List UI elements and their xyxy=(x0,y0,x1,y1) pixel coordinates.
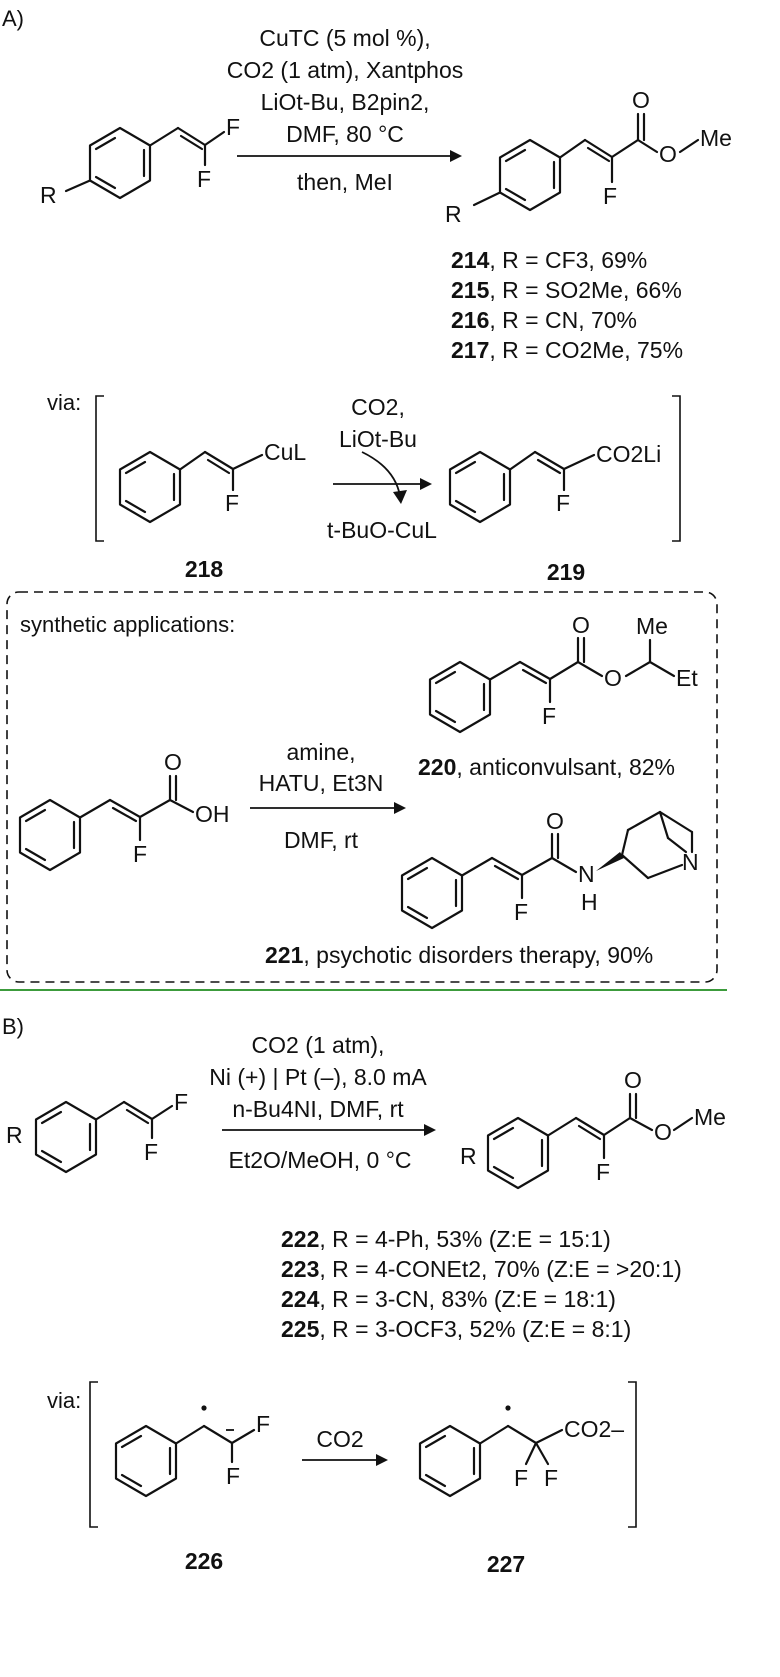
atom-label: H xyxy=(581,889,598,915)
mechanism-b-arrow: CO2 xyxy=(302,1426,388,1466)
panel-a-label: A) xyxy=(2,6,24,31)
via-label: via: xyxy=(47,1388,81,1413)
compound-number-226: 226 xyxy=(185,1548,223,1574)
panel-b-label: B) xyxy=(2,1014,24,1039)
atom-label: F xyxy=(256,1411,270,1437)
panel-a-starting-material: R F F xyxy=(40,114,240,208)
product-221-structure: O N H N F xyxy=(400,808,699,930)
atom-label: CO2Li xyxy=(596,441,661,467)
atom-label: F xyxy=(226,114,240,140)
compound-number-227: 227 xyxy=(487,1551,525,1577)
atom-label: R xyxy=(6,1122,23,1148)
panel-b-starting-material: R F F xyxy=(6,1089,188,1174)
condition-line: then, MeI xyxy=(297,169,393,195)
atom-label: R xyxy=(40,182,57,208)
reaction-arrow xyxy=(237,150,462,162)
applications-conditions: amine, HATU, Et3N DMF, rt xyxy=(250,739,406,853)
condition-line: LiOt-Bu xyxy=(339,426,417,452)
product-223: 223, R = 4-CONEt2, 70% (Z:E = >20:1) xyxy=(281,1256,682,1282)
atom-label: O xyxy=(546,808,564,834)
product-225: 225, R = 3-OCF3, 52% (Z:E = 8:1) xyxy=(281,1316,631,1342)
product-220-structure: O O Me Et F xyxy=(428,612,698,734)
product-215: 215, R = SO2Me, 66% xyxy=(451,277,682,303)
atom-label: O xyxy=(604,665,622,691)
atom-label: Me xyxy=(700,125,732,151)
atom-label: F xyxy=(133,841,147,867)
product-220-label: 220, anticonvulsant, 82% xyxy=(418,754,675,780)
condition-line: Et2O/MeOH, 0 °C xyxy=(228,1147,411,1173)
panel-a-product-list: 214, R = CF3, 69% 215, R = SO2Me, 66% 21… xyxy=(451,247,683,363)
panel-b-product: R F O O Me xyxy=(460,1067,726,1190)
condition-line: CO2, xyxy=(351,394,405,420)
atom-label: Me xyxy=(694,1104,726,1130)
atom-label: R xyxy=(460,1143,477,1169)
compound-number-219: 219 xyxy=(547,559,585,585)
product-217: 217, R = CO2Me, 75% xyxy=(451,337,683,363)
right-bracket xyxy=(672,395,681,542)
atom-label: F xyxy=(197,166,211,192)
condition-line: amine, xyxy=(286,739,355,765)
left-bracket xyxy=(95,395,104,542)
atom-label: F xyxy=(514,1465,528,1491)
right-bracket xyxy=(628,1381,637,1528)
mechanism-reagent: CO2 xyxy=(316,1426,363,1452)
atom-label: F xyxy=(596,1159,610,1185)
atom-label: CuL xyxy=(264,439,306,465)
atom-label: CO2– xyxy=(564,1416,624,1442)
atom-label: O xyxy=(624,1067,642,1093)
atom-label: F xyxy=(174,1089,188,1115)
product-224: 224, R = 3-CN, 83% (Z:E = 18:1) xyxy=(281,1286,616,1312)
applications-starting-acid: O OH F xyxy=(18,749,230,872)
applications-title: synthetic applications: xyxy=(20,612,235,637)
panel-a-conditions: CuTC (5 mol %), CO2 (1 atm), Xantphos Li… xyxy=(227,25,464,195)
atom-label: O xyxy=(164,749,182,775)
atom-label: OH xyxy=(195,801,230,827)
panel-a-product: R F O O Me xyxy=(445,87,732,227)
atom-label: F xyxy=(514,899,528,925)
panel-b-conditions: CO2 (1 atm), Ni (+) | Pt (–), 8.0 mA n-B… xyxy=(209,1032,436,1173)
atom-label: Et xyxy=(676,665,698,691)
intermediate-226: F F xyxy=(114,1405,270,1498)
condition-line: CuTC (5 mol %), xyxy=(259,25,430,51)
mechanism-conditions: CO2, LiOt-Bu t-BuO-CuL xyxy=(327,394,437,543)
atom-label: F xyxy=(542,703,556,729)
condition-line: DMF, 80 °C xyxy=(286,121,404,147)
condition-line: HATU, Et3N xyxy=(259,770,384,796)
atom-label: N xyxy=(682,849,699,875)
atom-label: O xyxy=(654,1119,672,1145)
applications-box xyxy=(6,591,718,983)
condition-line: CO2 (1 atm), Xantphos xyxy=(227,57,464,83)
intermediate-219: CO2Li F xyxy=(448,441,661,524)
atom-label: O xyxy=(659,141,677,167)
product-216: 216, R = CN, 70% xyxy=(451,307,637,333)
atom-label: F xyxy=(225,490,239,516)
atom-label: N xyxy=(578,861,595,887)
product-214: 214, R = CF3, 69% xyxy=(451,247,647,273)
compound-number-218: 218 xyxy=(185,556,224,582)
atom-label: O xyxy=(632,87,650,113)
atom-label: F xyxy=(544,1465,558,1491)
product-221-label: 221, psychotic disorders therapy, 90% xyxy=(265,942,653,968)
atom-label: R xyxy=(445,201,462,227)
atom-label: F xyxy=(144,1139,158,1165)
intermediate-227: CO2– F F xyxy=(418,1405,624,1498)
intermediate-218: CuL F xyxy=(118,439,306,524)
via-label: via: xyxy=(47,390,81,415)
condition-line: CO2 (1 atm), xyxy=(252,1032,385,1058)
product-222: 222, R = 4-Ph, 53% (Z:E = 15:1) xyxy=(281,1226,611,1252)
left-bracket xyxy=(89,1381,98,1528)
atom-label: O xyxy=(572,612,590,638)
condition-line: Ni (+) | Pt (–), 8.0 mA xyxy=(209,1064,427,1090)
condition-line: DMF, rt xyxy=(284,827,359,853)
atom-label: F xyxy=(603,183,617,209)
condition-line: n-Bu4NI, DMF, rt xyxy=(232,1096,404,1122)
panel-b-product-list: 222, R = 4-Ph, 53% (Z:E = 15:1) 223, R =… xyxy=(281,1226,682,1342)
atom-label: F xyxy=(556,490,570,516)
mechanism-byproduct: t-BuO-CuL xyxy=(327,517,437,543)
condition-line: LiOt-Bu, B2pin2, xyxy=(261,89,430,115)
atom-label: F xyxy=(226,1463,240,1489)
atom-label: Me xyxy=(636,613,668,639)
